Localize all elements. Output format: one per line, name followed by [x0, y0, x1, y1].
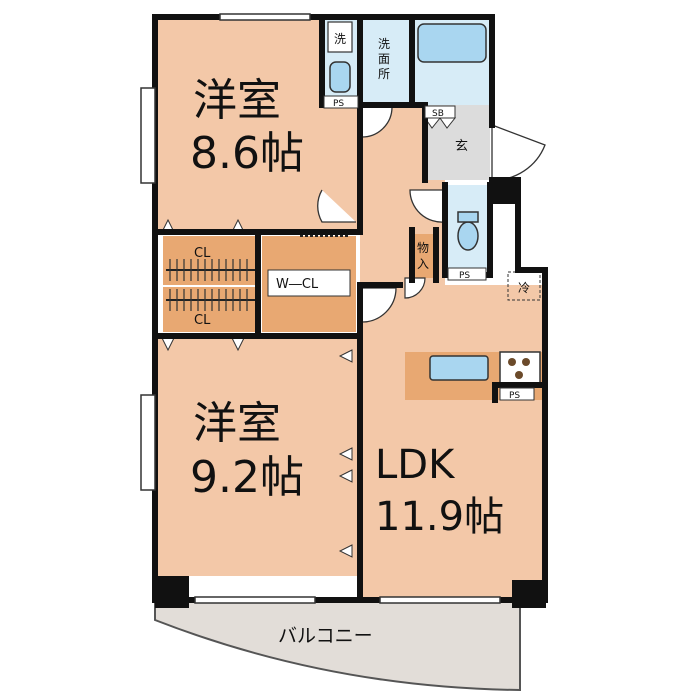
ps-box-kitchen	[499, 387, 535, 401]
sb-box	[424, 105, 456, 119]
cl-upper-label: CL	[194, 246, 211, 261]
pillar-right	[512, 580, 546, 608]
washer-pan	[327, 21, 353, 53]
ldk-size: 11.9帖	[375, 494, 504, 540]
ps-box-toilet	[447, 267, 487, 281]
ps-wash-label: PS	[333, 99, 344, 109]
fridge-label: 冷	[518, 281, 530, 295]
door-western-1	[317, 189, 356, 223]
western-room-2-size: 9.2帖	[190, 452, 304, 503]
storage-label-2: 入	[417, 257, 429, 271]
storage-closet	[412, 234, 436, 278]
ps-box-wash	[323, 95, 359, 109]
closet-hangers	[169, 259, 248, 311]
burner-1	[508, 358, 516, 366]
western-room-1-size: 8.6帖	[190, 128, 304, 179]
western-room-2-name: 洋室	[193, 398, 281, 449]
closet-upper	[163, 236, 258, 285]
balcony-label: バルコニー	[278, 625, 373, 647]
cooktop	[499, 351, 541, 385]
washroom-label-2: 面	[378, 52, 390, 66]
kitchen-sink	[429, 355, 489, 381]
ps-kitchen-label: PS	[509, 391, 520, 401]
washroom-label-3: 所	[378, 67, 390, 81]
door-ldk	[361, 287, 397, 323]
washer-label: 洗	[334, 32, 346, 46]
wcl-label-box	[267, 269, 351, 297]
closet-lower	[163, 287, 258, 332]
wash-basin	[329, 61, 351, 93]
door-washroom	[361, 106, 393, 138]
storage-label-1: 物	[417, 241, 429, 255]
balcony-area	[154, 599, 521, 692]
sb-label: SB	[432, 109, 444, 119]
cl-lower-label: CL	[194, 313, 211, 328]
windows	[140, 13, 501, 604]
entrance-label: 玄	[455, 139, 468, 154]
burner-3	[515, 371, 523, 379]
western-room-2	[155, 338, 360, 576]
toilet-tank	[457, 211, 479, 223]
washroom-label-1: 洗	[378, 37, 390, 51]
ldk-room	[360, 285, 545, 603]
pillar-left	[155, 576, 189, 608]
pillar-entry	[492, 182, 518, 204]
toilet-bowl	[457, 221, 479, 251]
western-room-1-name: 洋室	[193, 75, 281, 126]
ldk-name: LDK	[375, 442, 456, 488]
bathtub	[417, 23, 487, 63]
ps-toilet-label: PS	[459, 271, 470, 281]
burner-2	[522, 358, 530, 366]
wcl-label: W―CL	[276, 277, 319, 292]
door-entrance	[491, 124, 546, 181]
